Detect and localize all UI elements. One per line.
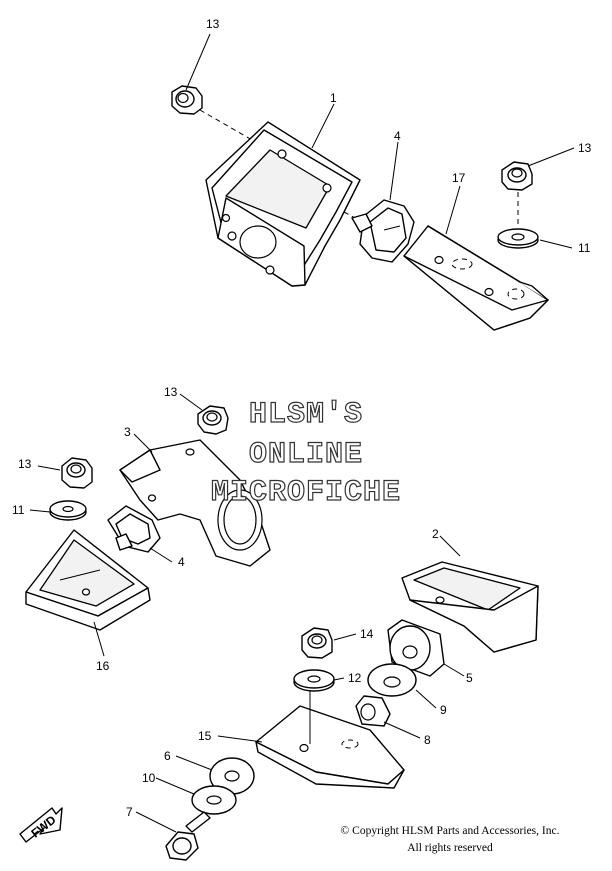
callout-4: 4	[394, 129, 401, 143]
engine-bracket-1	[205, 121, 361, 287]
bracket-3	[119, 439, 271, 567]
callout-2: 2	[432, 527, 439, 541]
bracket-2	[401, 561, 539, 653]
callout-6: 6	[164, 749, 171, 763]
washer-11-left	[49, 500, 87, 521]
copyright-notice: © Copyright HLSM Parts and Accessories, …	[300, 823, 600, 857]
nut-13-middle	[197, 405, 229, 435]
washer-12	[293, 669, 335, 692]
nut-14	[301, 627, 333, 659]
bracket-16	[25, 529, 151, 631]
callout-11: 11	[578, 241, 591, 255]
callout-9: 9	[440, 703, 447, 717]
callout-3: 3	[124, 425, 131, 439]
callout-1: 1	[330, 91, 337, 105]
callout-labels: 13 1 4 17 13 11 13 3 13 11 4 16 2 14 5 1…	[12, 17, 592, 819]
callout-10: 10	[142, 771, 156, 785]
bracket-15	[255, 705, 405, 789]
rubber-cushion-5	[387, 619, 445, 677]
fwd-arrow: FWD	[19, 807, 63, 843]
callout-13: 13	[578, 141, 592, 155]
bracket-17	[403, 225, 549, 331]
callout-8: 8	[424, 733, 431, 747]
spacer-8	[355, 695, 391, 727]
callout-16: 16	[96, 659, 110, 673]
nut-13-left	[61, 457, 93, 489]
copyright-line-2: All rights reserved	[407, 842, 493, 854]
nut-13-top-right	[501, 161, 533, 228]
callout-11: 11	[12, 503, 25, 517]
watermark: HLSM'S ONLINE MICROFICHE	[210, 397, 401, 510]
callout-5: 5	[466, 671, 473, 685]
bolt-7	[165, 811, 211, 861]
callout-13: 13	[18, 457, 32, 471]
watermark-line-1: HLSM'S	[249, 398, 363, 432]
callout-12: 12	[348, 671, 362, 685]
rubber-mount-4-middle	[107, 505, 161, 553]
washer-10	[191, 785, 237, 815]
copyright-line-1: © Copyright HLSM Parts and Accessories, …	[340, 825, 560, 837]
watermark-line-3: MICROFICHE	[211, 476, 401, 510]
washer-11-top-right	[497, 228, 539, 249]
callout-4: 4	[178, 555, 185, 569]
rubber-cushion-6	[209, 757, 255, 795]
washer-9	[367, 663, 417, 697]
nut-13-top-left	[171, 85, 279, 156]
callout-17: 17	[452, 171, 466, 185]
callout-13: 13	[206, 17, 220, 31]
watermark-line-2: ONLINE	[249, 438, 363, 472]
callout-15: 15	[198, 729, 212, 743]
callout-14: 14	[360, 627, 374, 641]
rubber-mount-4-top	[343, 199, 415, 263]
callout-13: 13	[164, 385, 178, 399]
leader-lines	[29, 33, 575, 833]
callout-7: 7	[126, 805, 133, 819]
